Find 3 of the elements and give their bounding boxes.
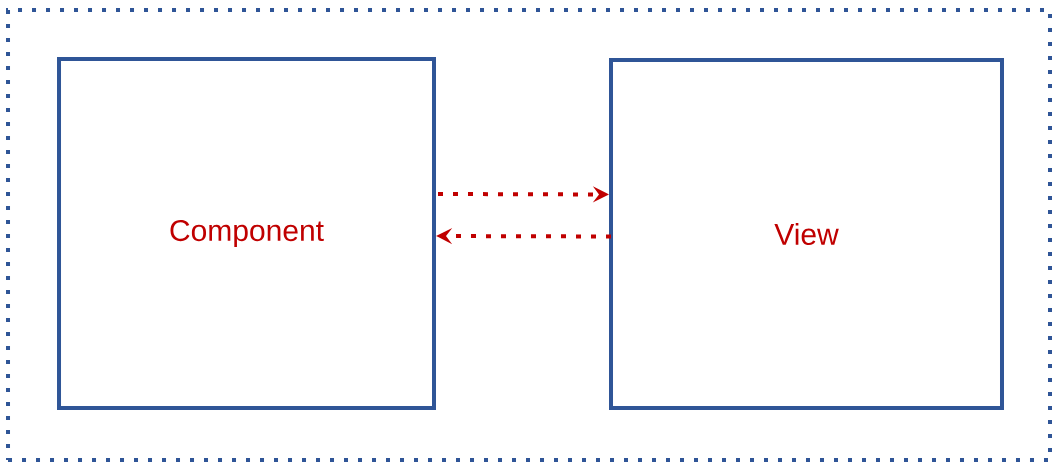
dotted-frame — [6, 8, 1052, 462]
process-box: View — [609, 58, 1004, 410]
process-box: Component — [57, 57, 436, 410]
